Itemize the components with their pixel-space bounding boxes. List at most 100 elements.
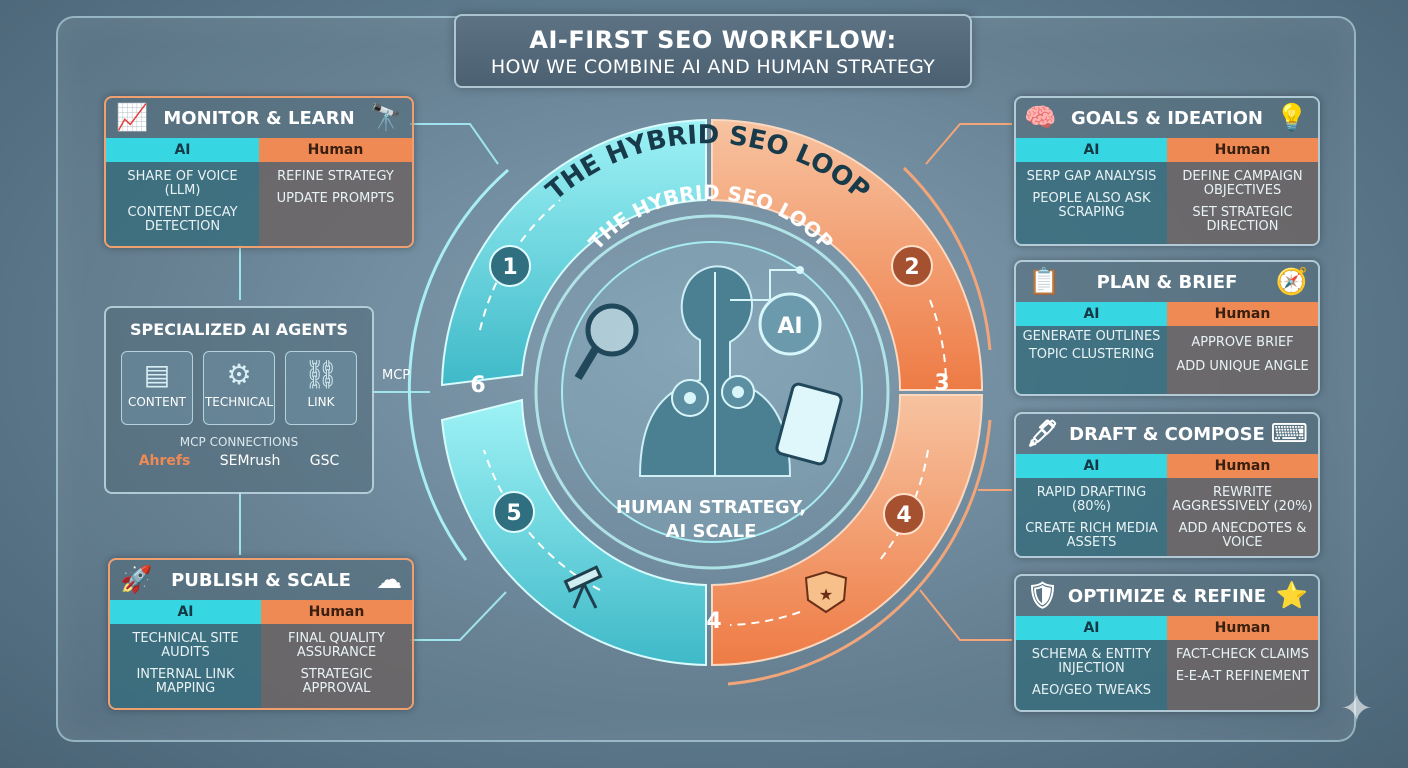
agent-label: TECHNICAL — [204, 395, 274, 409]
compass-icon: 🧭 — [1275, 267, 1308, 297]
card-plan-brief: 📋 PLAN & BRIEF 🧭 AI GENERATE OUTLINES TO… — [1014, 260, 1320, 396]
human-column-header: Human — [1167, 138, 1318, 162]
center-text-line-2: AI SCALE — [665, 521, 757, 542]
human-item: APPROVE BRIEF — [1191, 335, 1294, 350]
card-publish-scale-header: 🚀 PUBLISH & SCALE ☁ — [110, 560, 412, 600]
card-draft-compose: 🖋 DRAFT & COMPOSE ⌨ AI RAPID DRAFTING (8… — [1014, 412, 1320, 558]
card-publish-scale: 🚀 PUBLISH & SCALE ☁ AI TECHNICAL SITE AU… — [108, 558, 414, 710]
ai-item: GENERATE OUTLINES — [1022, 329, 1161, 344]
shield-check-icon: 🛡 — [1026, 581, 1060, 611]
ai-column-header: AI — [1016, 616, 1167, 640]
step-number-2: 2 — [904, 255, 919, 280]
cloud-icon: ☁ — [376, 565, 402, 595]
ai-item: INTERNAL LINK MAPPING — [136, 667, 235, 696]
svg-text:★: ★ — [819, 585, 833, 604]
step-markers — [489, 245, 933, 535]
agent-technical[interactable]: ⚙ TECHNICAL — [203, 351, 275, 425]
human-item: ADD UNIQUE ANGLE — [1176, 359, 1309, 374]
card-monitor-learn-header: 📈 MONITOR & LEARN 🔭 — [106, 98, 412, 138]
card-optimize-refine: 🛡 OPTIMIZE & REFINE ⭐ AI SCHEMA & ENTITY… — [1014, 574, 1320, 712]
specialized-ai-agents-panel: SPECIALIZED AI AGENTS ▤ CONTENT ⚙ TECHNI… — [104, 306, 374, 494]
clipboard-icon: 📋 — [1028, 267, 1061, 297]
ai-column-header: AI — [1016, 138, 1167, 162]
loop-center-text: HUMAN STRATEGY, AI SCALE — [596, 496, 826, 544]
ai-item: TECHNICAL SITE AUDITS — [132, 631, 239, 660]
star-icon: ⭐ — [1275, 581, 1308, 611]
mcp-connections-title: MCP CONNECTIONS — [179, 435, 299, 449]
agents-title: SPECIALIZED AI AGENTS — [130, 320, 348, 339]
step-number-4b: 4 — [706, 609, 721, 634]
sparkle-icon: ✦ — [1340, 686, 1374, 732]
card-goals-ideation-title: GOALS & IDEATION — [1071, 107, 1263, 129]
ai-gear-badge: AI — [777, 314, 802, 339]
human-item: SET STRATEGIC DIRECTION — [1192, 205, 1293, 234]
human-column-header: Human — [1167, 302, 1318, 326]
card-optimize-refine-header: 🛡 OPTIMIZE & REFINE ⭐ — [1016, 576, 1318, 616]
human-item: DEFINE CAMPAIGN OBJECTIVES — [1182, 169, 1303, 198]
ai-item: CONTENT DECAY DETECTION — [127, 205, 238, 234]
ai-item: PEOPLE ALSO ASK SCRAPING — [1032, 191, 1151, 220]
human-column-header: Human — [259, 138, 412, 162]
tool-semrush: SEMrush — [219, 453, 281, 469]
ai-item: SERP GAP ANALYSIS — [1026, 169, 1157, 184]
ai-item: AEO/GEO TWEAKS — [1031, 683, 1152, 698]
human-column-header: Human — [261, 600, 412, 624]
human-item: REWRITE AGGRESSIVELY (20%) — [1172, 485, 1313, 514]
human-item: ADD ANECDOTES & VOICE — [1178, 521, 1307, 550]
tool-ahrefs: Ahrefs — [138, 453, 191, 469]
human-item: STRATEGIC APPROVAL — [300, 667, 373, 696]
telescope-icon: 🔭 — [369, 103, 402, 133]
card-draft-compose-title: DRAFT & COMPOSE — [1069, 423, 1265, 445]
ai-item: SHARE OF VOICE (LLM) — [127, 169, 238, 198]
human-item: REFINE STRATEGY — [277, 169, 394, 184]
card-monitor-learn-title: MONITOR & LEARN — [163, 107, 355, 129]
step-number-3: 3 — [934, 371, 949, 396]
gear-icon: ⚙ — [226, 358, 252, 391]
telescope-ring-icon — [563, 565, 603, 609]
ai-column-header: AI — [110, 600, 261, 624]
page-title: AI-FIRST SEO WORKFLOW: — [529, 26, 897, 54]
agent-label: CONTENT — [127, 395, 187, 409]
step-number-6: 6 — [470, 373, 485, 398]
agent-link[interactable]: ⛓ LINK — [285, 351, 357, 425]
ai-column-header: AI — [1016, 454, 1167, 478]
step-number-5: 5 — [506, 501, 521, 526]
ai-item: RAPID DRAFTING (80%) — [1036, 485, 1147, 514]
mcp-label: MCP — [382, 368, 411, 383]
ai-column-header: AI — [1016, 302, 1167, 326]
lightbulb-icon: 💡 — [1275, 103, 1308, 133]
tool-gsc: GSC — [309, 453, 340, 469]
ai-column-header: AI — [106, 138, 259, 162]
human-column-header: Human — [1167, 454, 1318, 478]
card-monitor-learn: 📈 MONITOR & LEARN 🔭 AI SHARE OF VOICE (L… — [104, 96, 414, 248]
human-item: E-E-A-T REFINEMENT — [1175, 669, 1310, 684]
card-draft-compose-header: 🖋 DRAFT & COMPOSE ⌨ — [1016, 414, 1318, 454]
page-title-panel: AI-FIRST SEO WORKFLOW: HOW WE COMBINE AI… — [454, 14, 972, 88]
page-subtitle: HOW WE COMBINE AI AND HUMAN STRATEGY — [490, 56, 936, 78]
chain-link-icon: ⛓ — [303, 358, 339, 391]
step-number-4: 4 — [896, 503, 911, 528]
card-goals-ideation: 🧠 GOALS & IDEATION 💡 AI SERP GAP ANALYSI… — [1014, 96, 1320, 246]
human-ai-figure — [574, 265, 843, 477]
pen-icon: 🖋 — [1026, 419, 1060, 449]
agent-content[interactable]: ▤ CONTENT — [121, 351, 193, 425]
connector-lines — [239, 123, 507, 641]
rocket-icon: 🚀 — [120, 565, 153, 595]
card-goals-ideation-header: 🧠 GOALS & IDEATION 💡 — [1016, 98, 1318, 138]
human-item: FINAL QUALITY ASSURANCE — [288, 631, 385, 660]
card-plan-brief-title: PLAN & BRIEF — [1096, 271, 1238, 293]
human-column-header: Human — [1167, 616, 1318, 640]
shield-star-icon: ★ — [804, 570, 848, 614]
document-icon: ▤ — [143, 358, 171, 391]
center-text-line-1: HUMAN STRATEGY, — [615, 497, 807, 518]
human-item: UPDATE PROMPTS — [276, 191, 395, 206]
step-number-1: 1 — [502, 255, 517, 280]
monitor-chart-icon: 📈 — [116, 103, 149, 133]
card-plan-brief-header: 📋 PLAN & BRIEF 🧭 — [1016, 262, 1318, 302]
card-optimize-refine-title: OPTIMIZE & REFINE — [1067, 585, 1267, 607]
ai-item: CREATE RICH MEDIA ASSETS — [1025, 521, 1158, 550]
human-item: FACT-CHECK CLAIMS — [1175, 647, 1310, 662]
ai-item: TOPIC CLUSTERING — [1028, 347, 1155, 362]
ai-item: SCHEMA & ENTITY INJECTION — [1031, 647, 1152, 676]
